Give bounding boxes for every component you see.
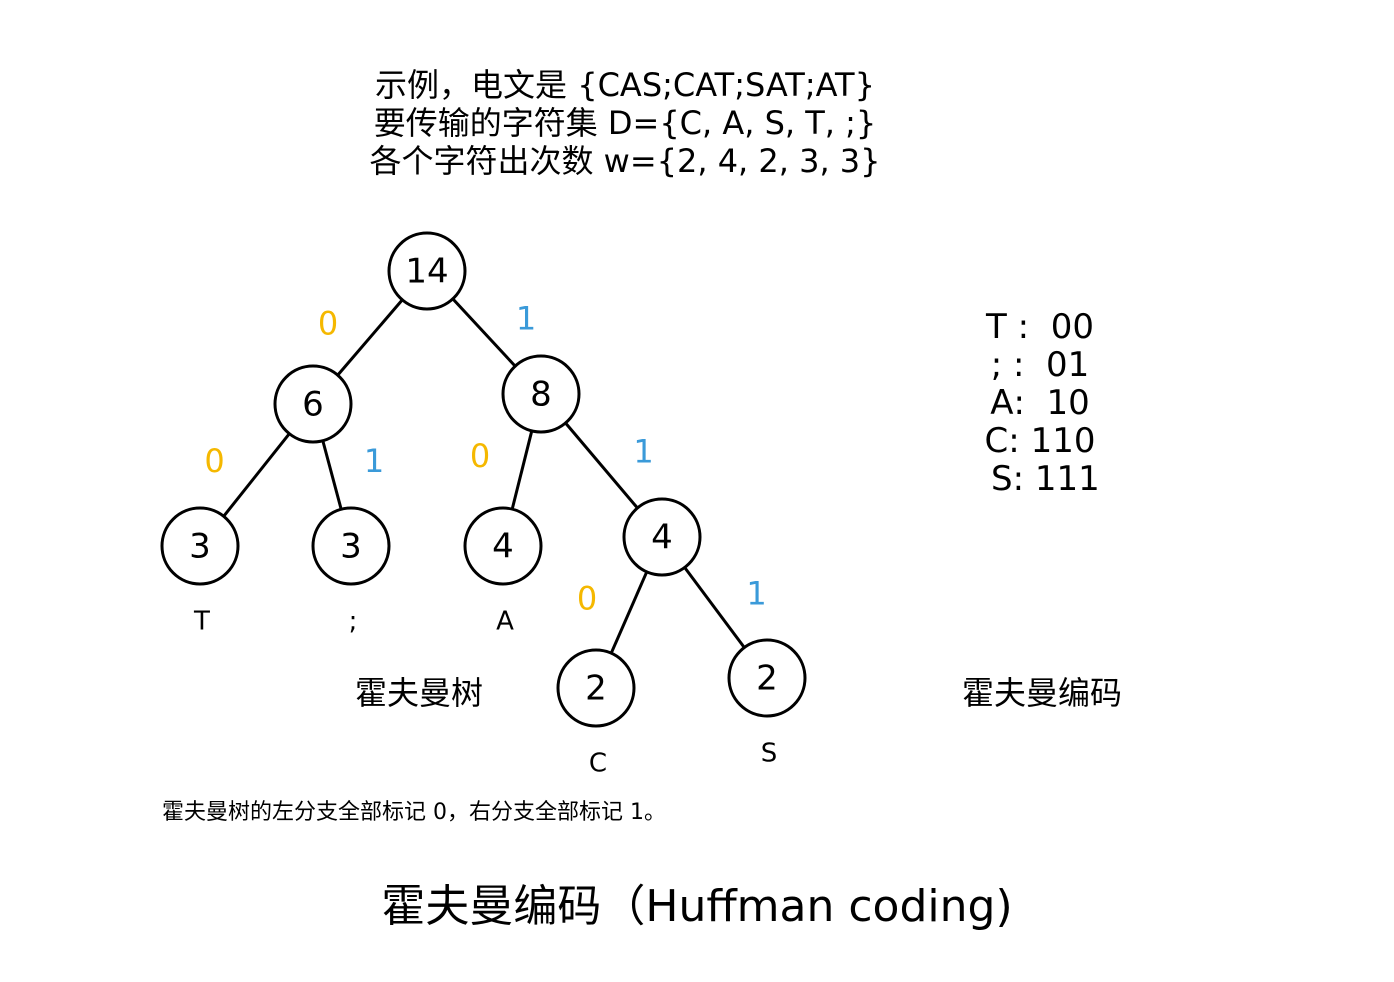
code-value: 00: [1050, 307, 1094, 347]
header-line-weights: 各个字符出次数 w={2, 4, 2, 3, 3}: [369, 142, 881, 180]
codes-label: 霍夫曼编码: [962, 674, 1123, 712]
code-sep: :: [1012, 459, 1025, 499]
header-line-charset: 要传输的字符集 D={C, A, S, T, ;}: [373, 104, 877, 142]
page-title: 霍夫曼编码（Huffman coding): [381, 881, 1013, 932]
code-char: S: [991, 459, 1013, 499]
leaf-char-label: S: [761, 739, 778, 769]
tree-edge: [222, 432, 291, 518]
node-weight: 2: [585, 669, 607, 709]
tree-node: 8: [501, 354, 581, 434]
node-circle: [501, 354, 581, 434]
tree-edge: [336, 298, 404, 377]
leaf-char-label: ;: [349, 607, 358, 637]
tree-node: 6: [273, 364, 353, 444]
node-weight: 3: [340, 527, 362, 567]
tree-edge: [321, 440, 343, 510]
edge-label-zero: 0: [204, 442, 224, 480]
tree-edge: [609, 571, 649, 654]
tree-node: 14: [387, 231, 467, 311]
code-sep: :: [1002, 345, 1025, 385]
edge-label-one: 1: [364, 442, 384, 480]
node-weight: 4: [651, 518, 673, 558]
node-weight: 3: [189, 527, 211, 567]
node-circle: [387, 231, 467, 311]
node-circle: [160, 506, 240, 586]
code-value: 110: [1030, 421, 1096, 461]
node-circle: [727, 638, 807, 718]
code-sep: :: [1013, 383, 1025, 423]
edge-label-one: 1: [633, 433, 653, 471]
node-circle: [463, 506, 543, 586]
code-row: A: 10: [960, 384, 1120, 422]
edge-label-zero: 0: [470, 437, 490, 475]
code-sep: :: [1006, 307, 1030, 347]
code-char: A: [990, 383, 1014, 423]
code-value: 01: [1046, 345, 1090, 385]
code-row: C: 110: [960, 422, 1120, 460]
leaf-char-label: T: [193, 607, 210, 637]
leaf-char-label: C: [589, 749, 607, 779]
node-weight: 8: [530, 375, 552, 415]
code-value: 111: [1034, 459, 1100, 499]
leaf-char-label: A: [496, 607, 514, 637]
edge-label-one: 1: [746, 575, 766, 613]
code-char: ;: [990, 345, 1003, 385]
tree-edge: [510, 430, 534, 510]
tree-edge: [451, 297, 517, 368]
header-line-message: 示例，电文是 {CAS;CAT;SAT;AT}: [375, 66, 875, 104]
edge-label-zero: 0: [318, 305, 338, 343]
tree-edge: [683, 566, 746, 649]
node-weight: 4: [492, 527, 514, 567]
node-circle: [311, 506, 391, 586]
tree-edge: [564, 422, 639, 509]
node-weight: 14: [405, 252, 448, 292]
node-weight: 6: [302, 385, 324, 425]
node-circle: [622, 497, 702, 577]
code-row: T : 00: [960, 308, 1120, 346]
tree-node: 2: [727, 638, 807, 718]
code-sep: :: [1008, 421, 1020, 461]
tree-node: 2: [556, 648, 636, 728]
code-row: S: 111: [960, 460, 1120, 498]
code-table: T : 00 ; : 01 A: 10 C: 110 S: 111: [960, 308, 1120, 498]
node-circle: [556, 648, 636, 728]
edge-label-zero: 0: [577, 580, 597, 618]
node-weight: 2: [756, 659, 778, 699]
tree-node: 4: [622, 497, 702, 577]
node-circle: [273, 364, 353, 444]
edge-label-one: 1: [516, 300, 536, 338]
header-description: 示例，电文是 {CAS;CAT;SAT;AT} 要传输的字符集 D={C, A,…: [260, 66, 990, 180]
tree-label: 霍夫曼树: [355, 674, 484, 712]
code-char: C: [984, 421, 1009, 461]
tree-node: 3: [160, 506, 240, 586]
code-char: T: [986, 307, 1007, 347]
code-value: 10: [1046, 383, 1090, 423]
code-row: ; : 01: [960, 346, 1120, 384]
tree-node: 3: [311, 506, 391, 586]
branch-note: 霍夫曼树的左分支全部标记 0，右分支全部标记 1。: [162, 800, 666, 825]
tree-node: 4: [463, 506, 543, 586]
